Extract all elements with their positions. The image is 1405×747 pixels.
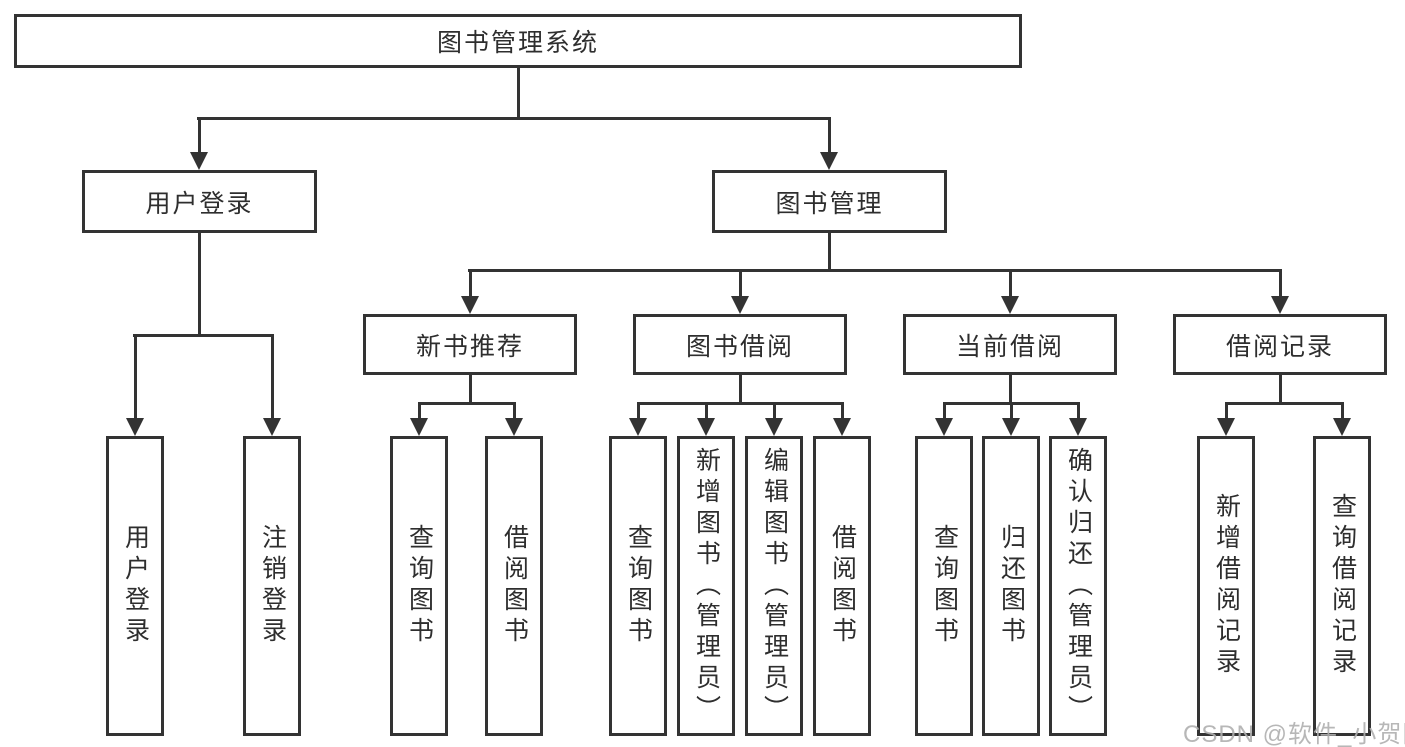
node-user-login: 用户登录 [82,170,317,233]
connector-line [1225,402,1228,422]
arrowhead-down-icon [1333,418,1351,436]
connector-line [637,402,844,405]
connector-line [271,334,274,422]
connector-line [705,402,708,422]
leaf-label: 借阅图书 [500,524,529,648]
arrowhead-down-icon [461,296,479,314]
node-borrowing-records: 借阅记录 [1173,314,1387,375]
connector-line [1279,269,1282,299]
leaf-label: 确认归还（管理员） [1064,446,1093,726]
arrowhead-down-icon [820,152,838,170]
arrowhead-down-icon [1271,296,1289,314]
leaf-label: 查询图书 [405,524,434,648]
leaf-label: 新增图书（管理员） [692,446,721,726]
leaf-user-login: 用户登录 [106,436,164,736]
connector-line [197,117,831,120]
leaf-label: 查询借阅记录 [1328,493,1357,679]
connector-line [841,402,844,422]
node-book-management: 图书管理 [712,170,947,233]
connector-line [773,402,776,422]
arrowhead-down-icon [833,418,851,436]
arrowhead-down-icon [505,418,523,436]
node-label: 新书推荐 [415,332,524,361]
leaf-add-borrow-record: 新增借阅记录 [1197,436,1255,736]
node-label: 当前借阅 [955,332,1064,361]
node-new-book-recommendation: 新书推荐 [363,314,577,375]
arrowhead-down-icon [126,418,144,436]
arrowhead-down-icon [1217,418,1235,436]
leaf-label: 归还图书 [997,524,1026,648]
arrowhead-down-icon [1001,296,1019,314]
connector-line [418,402,421,422]
arrowhead-down-icon [410,418,428,436]
node-library-management-system: 图书管理系统 [14,14,1022,68]
connector-line [517,68,520,120]
leaf-query-books-current: 查询图书 [915,436,973,736]
arrowhead-down-icon [190,152,208,170]
node-current-borrowing: 当前借阅 [903,314,1117,375]
leaf-return-books: 归还图书 [982,436,1040,736]
leaf-label: 编辑图书（管理员） [760,446,789,726]
connector-line [828,233,831,272]
leaf-confirm-return-admin: 确认归还（管理员） [1049,436,1107,736]
leaf-query-books-borrow: 查询图书 [609,436,667,736]
node-label: 图书管理系统 [436,29,599,57]
leaf-logout-login: 注销登录 [243,436,301,736]
connector-line [418,402,516,405]
connector-line [943,402,946,422]
arrowhead-down-icon [1069,418,1087,436]
leaf-query-borrow-record: 查询借阅记录 [1313,436,1371,736]
leaf-borrow-books-borrow: 借阅图书 [813,436,871,736]
connector-line [469,269,472,299]
connector-line [828,117,831,155]
node-label: 借阅记录 [1225,332,1334,361]
connector-line [469,375,472,405]
node-book-borrowing: 图书借阅 [633,314,847,375]
leaf-add-book-admin: 新增图书（管理员） [677,436,735,736]
arrowhead-down-icon [697,418,715,436]
connector-line [513,402,516,422]
connector-line [198,233,201,337]
connector-line [133,334,274,337]
arrowhead-down-icon [765,418,783,436]
connector-line [739,269,742,299]
leaf-label: 查询图书 [930,524,959,648]
leaf-label: 用户登录 [121,524,150,648]
node-label: 用户登录 [145,189,254,218]
arrowhead-down-icon [935,418,953,436]
leaf-label: 注销登录 [258,524,287,648]
connector-line [1077,402,1080,422]
connector-line [1009,269,1012,299]
csdn-watermark: CSDN @软件_小贺同学 [1183,721,1405,747]
connector-line [468,269,1282,272]
connector-line [198,117,201,155]
connector-line [739,375,742,405]
connector-line [1279,375,1282,405]
connector-line [1010,402,1013,422]
node-label: 图书借阅 [685,332,794,361]
leaf-label: 新增借阅记录 [1212,493,1241,679]
node-label: 图书管理 [775,189,884,218]
arrowhead-down-icon [629,418,647,436]
arrowhead-down-icon [731,296,749,314]
leaf-edit-book-admin: 编辑图书（管理员） [745,436,803,736]
connector-line [1009,375,1012,405]
leaf-label: 查询图书 [624,524,653,648]
leaf-label: 借阅图书 [828,524,857,648]
connector-line [637,402,640,422]
arrowhead-down-icon [263,418,281,436]
leaf-query-books-recommend: 查询图书 [390,436,448,736]
leaf-borrow-books-recommend: 借阅图书 [485,436,543,736]
arrowhead-down-icon [1002,418,1020,436]
connector-line [134,334,137,422]
connector-line [1341,402,1344,422]
connector-line [1225,402,1344,405]
